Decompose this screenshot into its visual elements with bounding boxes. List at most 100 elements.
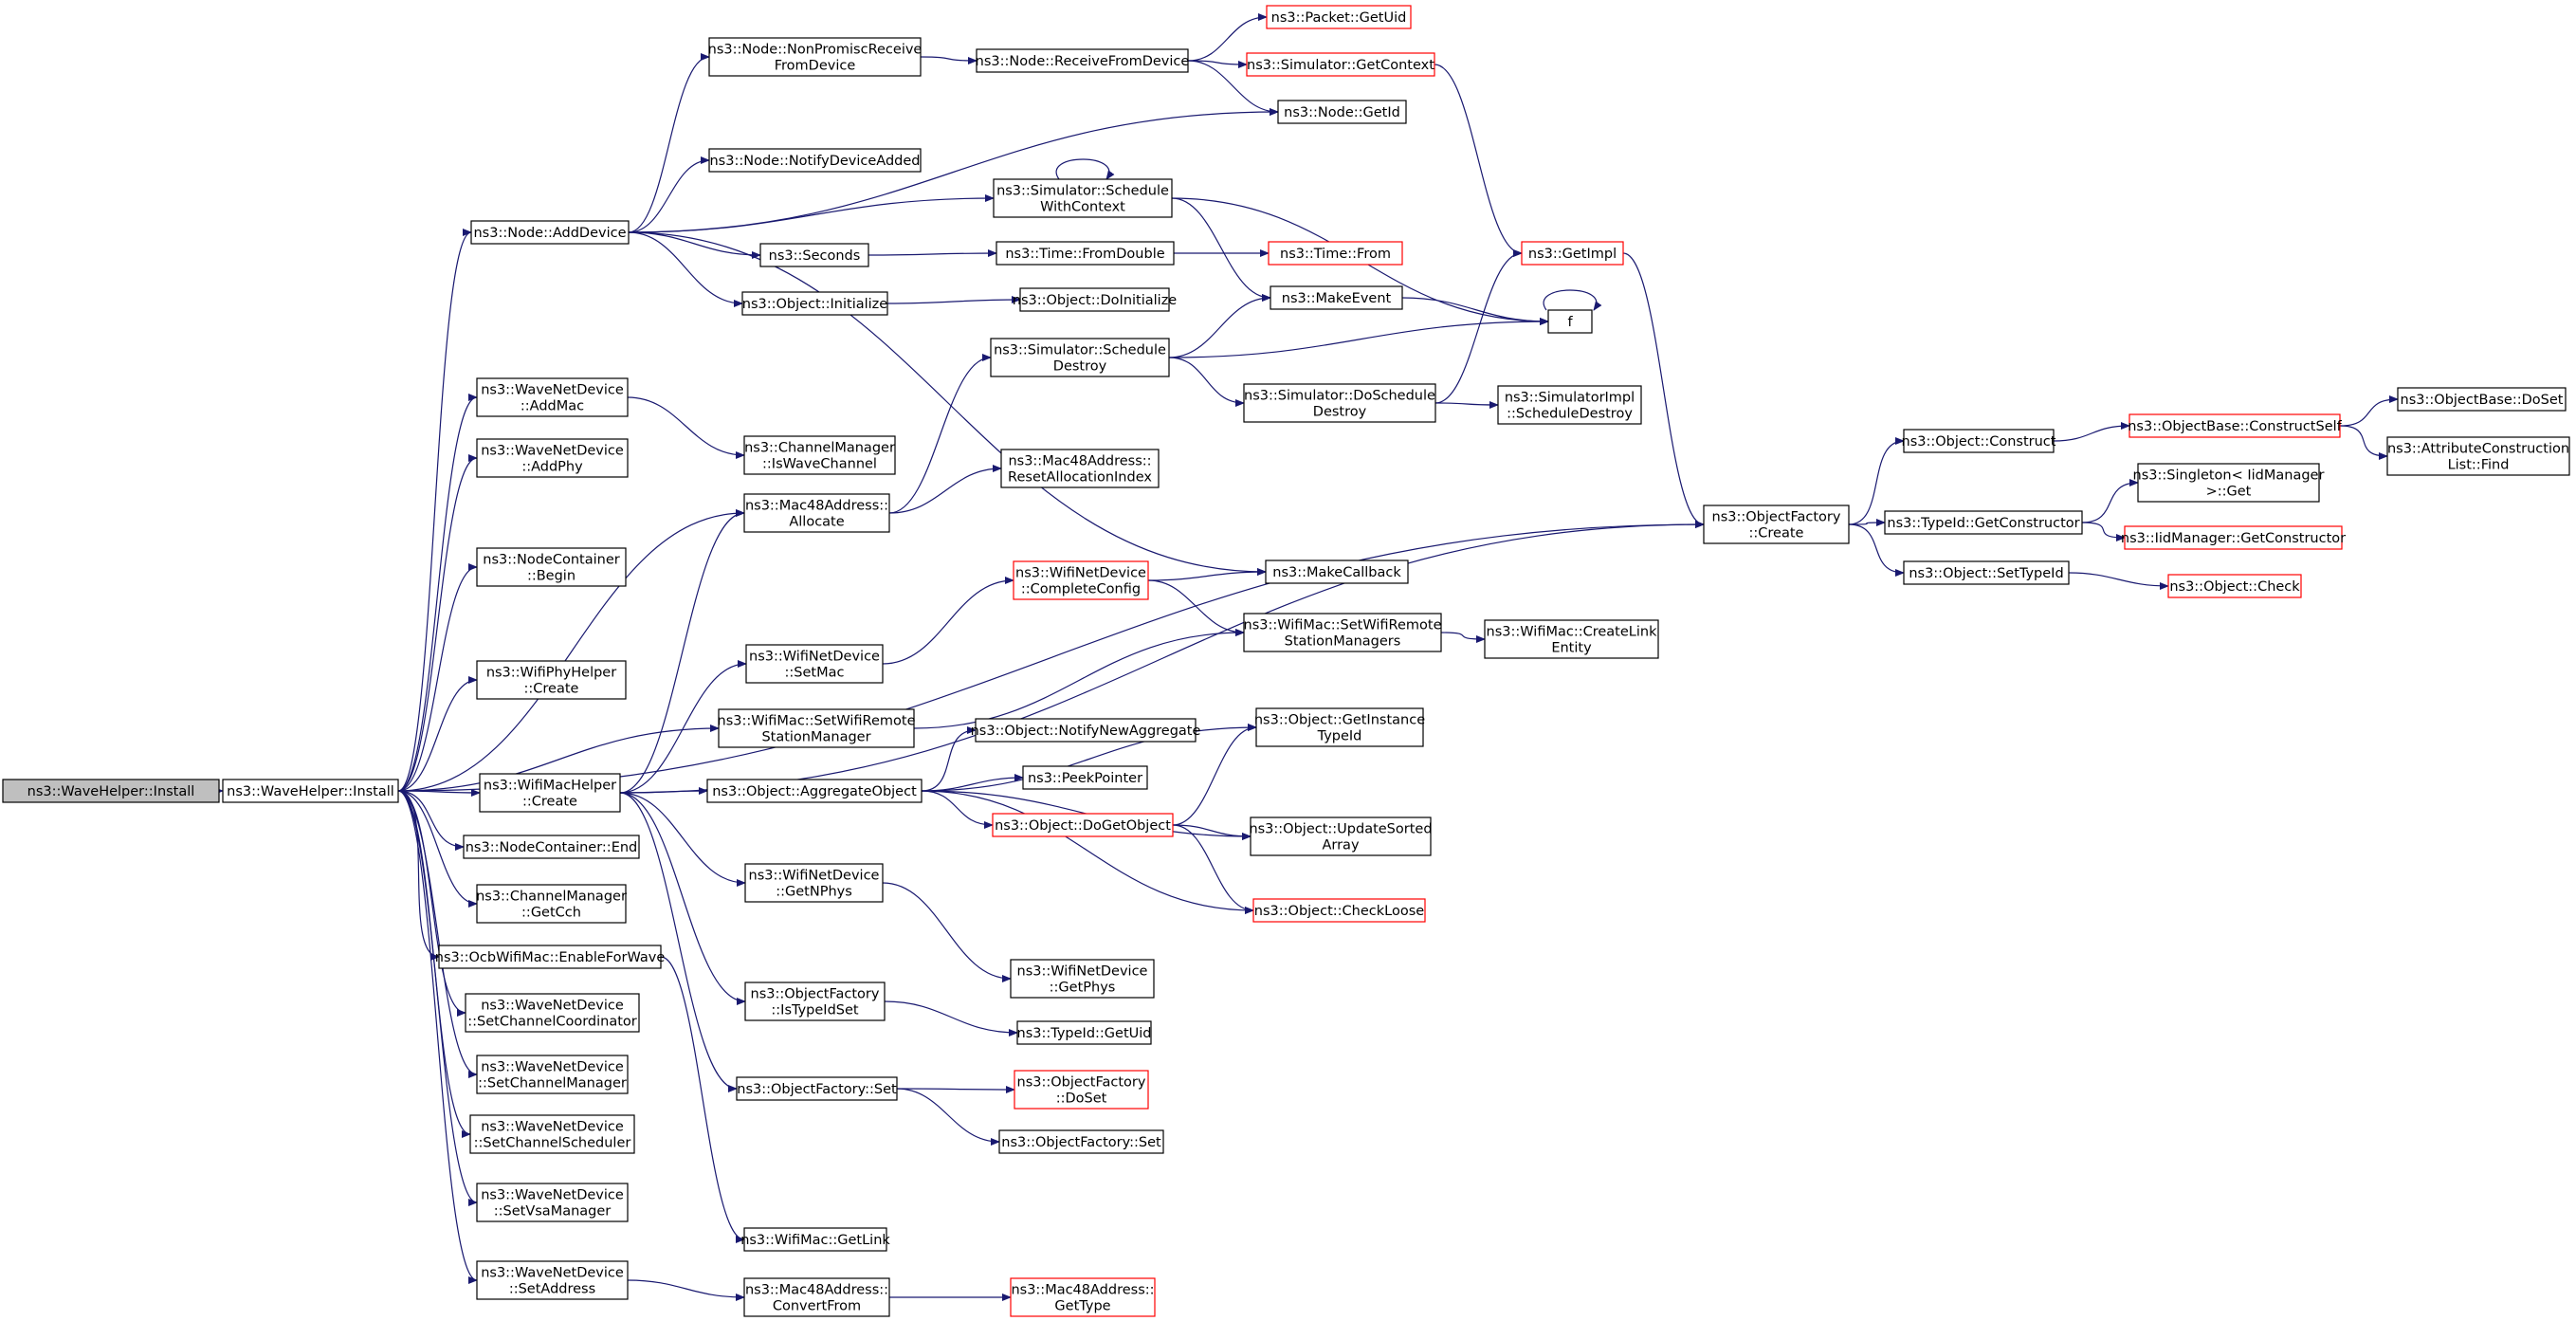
node-label: Array <box>1322 838 1359 853</box>
node-n1[interactable]: ns3::WaveHelper::Install <box>222 779 399 803</box>
node-label: ::SetChannelManager <box>478 1076 627 1092</box>
node-n4[interactable]: ns3::Node::ReceiveFromDevice <box>976 48 1190 73</box>
node-n52[interactable]: ns3::WifiNetDevice::GetNPhys <box>744 863 884 903</box>
node-label: ns3::WaveNetDevice <box>481 999 624 1014</box>
node-box <box>476 884 627 924</box>
node-n29[interactable]: ns3::ObjectBase::DoSet <box>2397 387 2567 412</box>
node-n47[interactable]: ns3::WifiMacHelper::Create <box>479 773 621 813</box>
node-n51[interactable]: ns3::NodeContainer::End <box>463 835 640 859</box>
node-n58[interactable]: ns3::WaveNetDevice::SetChannelCoordinato… <box>465 993 640 1033</box>
node-n42[interactable]: ns3::WifiNetDevice::SetMac <box>745 644 884 684</box>
node-n18[interactable]: ns3::Simulator::ScheduleDestroy <box>990 338 1170 377</box>
node-label: ::AddPhy <box>521 460 583 475</box>
node-n31[interactable]: ns3::TypeId::GetConstructor <box>1884 510 2083 535</box>
node-n65[interactable]: ns3::WaveNetDevice::SetVsaManager <box>476 1183 629 1222</box>
node-n17[interactable]: f <box>1547 309 1593 334</box>
node-label: WithContext <box>1040 200 1125 215</box>
node-n16[interactable]: ns3::MakeEvent <box>1270 285 1403 310</box>
node-n48[interactable]: ns3::Object::AggregateObject <box>706 779 923 803</box>
node-n33[interactable]: ns3::IidManager::GetConstructor <box>2121 525 2346 550</box>
node-n69[interactable]: ns3::Mac48Address::GetType <box>1010 1277 1156 1317</box>
node-label: f <box>1567 315 1573 330</box>
node-n63[interactable]: ns3::WaveNetDevice::SetChannelScheduler <box>469 1114 635 1154</box>
edge-n47-n42 <box>619 660 747 794</box>
node-label: ns3::WaveHelper::Install <box>227 784 394 799</box>
node-n56[interactable]: ns3::WifiNetDevice::GetPhys <box>1010 959 1155 999</box>
node-n44[interactable]: ns3::Object::NotifyNewAggregate <box>971 718 1201 743</box>
node-n62[interactable]: ns3::ObjectFactory::DoSet <box>1014 1070 1149 1110</box>
node-n28[interactable]: ns3::ObjectBase::ConstructSelf <box>2128 413 2343 438</box>
node-n13[interactable]: ns3::GetImpl <box>1521 241 1624 266</box>
node-n22[interactable]: ns3::ChannelManager::IsWaveChannel <box>743 435 896 475</box>
node-n53[interactable]: ns3::Object::CheckLoose <box>1252 898 1426 923</box>
node-label: ::GetNPhys <box>776 885 852 900</box>
node-n26[interactable]: ns3::ObjectFactory::Create <box>1703 505 1850 544</box>
node-n24[interactable]: ns3::Mac48Address::Allocate <box>743 493 890 533</box>
node-n54[interactable]: ns3::ChannelManager::GetCch <box>476 884 627 924</box>
node-n43[interactable]: ns3::WifiMac::SetWifiRemoteStationManage… <box>718 708 916 748</box>
node-n21[interactable]: ns3::WaveNetDevice::AddMac <box>476 377 629 417</box>
node-box <box>476 1260 629 1300</box>
node-n41[interactable]: ns3::WifiPhyHelper::Create <box>476 660 627 700</box>
node-n61[interactable]: ns3::ObjectFactory::Set <box>736 1076 898 1101</box>
edge-n2-n14 <box>628 231 743 307</box>
node-n25[interactable]: ns3::Mac48Address::ResetAllocationIndex <box>1000 449 1160 488</box>
node-n20[interactable]: ns3::SimulatorImpl::ScheduleDestroy <box>1497 385 1642 425</box>
node-n32[interactable]: ns3::Singleton< IidManager >::Get <box>2133 463 2325 503</box>
node-n15[interactable]: ns3::Object::DoInitialize <box>1013 287 1178 312</box>
node-n64[interactable]: ns3::ObjectFactory::Set <box>998 1129 1164 1154</box>
edge-n61-n64 <box>896 1088 1000 1146</box>
node-n39[interactable]: ns3::WifiMac::SetWifiRemoteStationManage… <box>1243 613 1442 652</box>
node-box <box>2397 387 2567 412</box>
node-n68[interactable]: ns3::Mac48Address::ConvertFrom <box>743 1277 890 1317</box>
node-n46[interactable]: ns3::PeekPointer <box>1022 765 1148 790</box>
node-n27[interactable]: ns3::Object::Construct <box>1902 429 2056 453</box>
node-label: FromDevice <box>775 59 856 74</box>
node-label: ns3::ObjectFactory <box>1712 510 1841 525</box>
node-n7[interactable]: ns3::Node::GetId <box>1277 100 1407 124</box>
node-label: ns3::WifiMac::SetWifiRemote <box>1244 618 1442 633</box>
node-n67[interactable]: ns3::WaveNetDevice::SetAddress <box>476 1260 629 1300</box>
node-n35[interactable]: ns3::Object::Check <box>2167 574 2302 598</box>
node-n5[interactable]: ns3::Packet::GetUid <box>1266 5 1412 29</box>
node-n14[interactable]: ns3::Object::Initialize <box>741 291 888 316</box>
node-n60[interactable]: ns3::WaveNetDevice::SetChannelManager <box>476 1055 629 1094</box>
node-n10[interactable]: ns3::Seconds <box>759 243 869 267</box>
node-n12[interactable]: ns3::Time::From <box>1268 241 1403 266</box>
node-n8[interactable]: ns3::Node::NotifyDeviceAdded <box>708 148 922 173</box>
node-label: ns3::ObjectBase::ConstructSelf <box>2128 419 2342 434</box>
node-label: ns3::TypeId::GetUid <box>1017 1026 1152 1041</box>
node-n59[interactable]: ns3::TypeId::GetUid <box>1016 1020 1152 1045</box>
node-n11[interactable]: ns3::Time::FromDouble <box>996 241 1175 266</box>
node-box <box>476 1183 629 1222</box>
edge-n49-n53 <box>1172 824 1254 914</box>
node-n38[interactable]: ns3::MakeCallback <box>1265 560 1409 584</box>
node-label: Entity <box>1551 641 1592 656</box>
node-layer: ns3::WaveHelper::Install ns3::WaveHelper:… <box>2 5 2570 1317</box>
node-n49[interactable]: ns3::Object::DoGetObject <box>992 813 1174 837</box>
node-box <box>1255 707 1424 747</box>
node-n34[interactable]: ns3::Object::SetTypeId <box>1903 560 2070 585</box>
edge-n1-n36 <box>397 563 478 792</box>
node-box <box>469 1114 635 1154</box>
node-n0[interactable]: ns3::WaveHelper::Install <box>2 779 220 803</box>
node-label: ns3::MakeCallback <box>1272 565 1401 580</box>
node-n23[interactable]: ns3::WaveNetDevice::AddPhy <box>476 438 629 478</box>
node-n55[interactable]: ns3::OcbWifiMac::EnableForWave <box>435 945 666 969</box>
edge-n48-n44 <box>921 726 977 792</box>
node-n57[interactable]: ns3::ObjectFactory::IsTypeIdSet <box>744 982 886 1021</box>
node-n6[interactable]: ns3::Simulator::GetContext <box>1246 52 1435 77</box>
node-n2[interactable]: ns3::Node::AddDevice <box>470 220 630 245</box>
node-n37[interactable]: ns3::WifiNetDevice::CompleteConfig <box>1013 560 1149 600</box>
node-n36[interactable]: ns3::NodeContainer::Begin <box>476 547 627 587</box>
node-label: ns3::AttributeConstruction <box>2387 442 2569 457</box>
edge-n1-n51 <box>397 790 465 851</box>
node-n66[interactable]: ns3::WifiMac::GetLink <box>740 1227 890 1252</box>
